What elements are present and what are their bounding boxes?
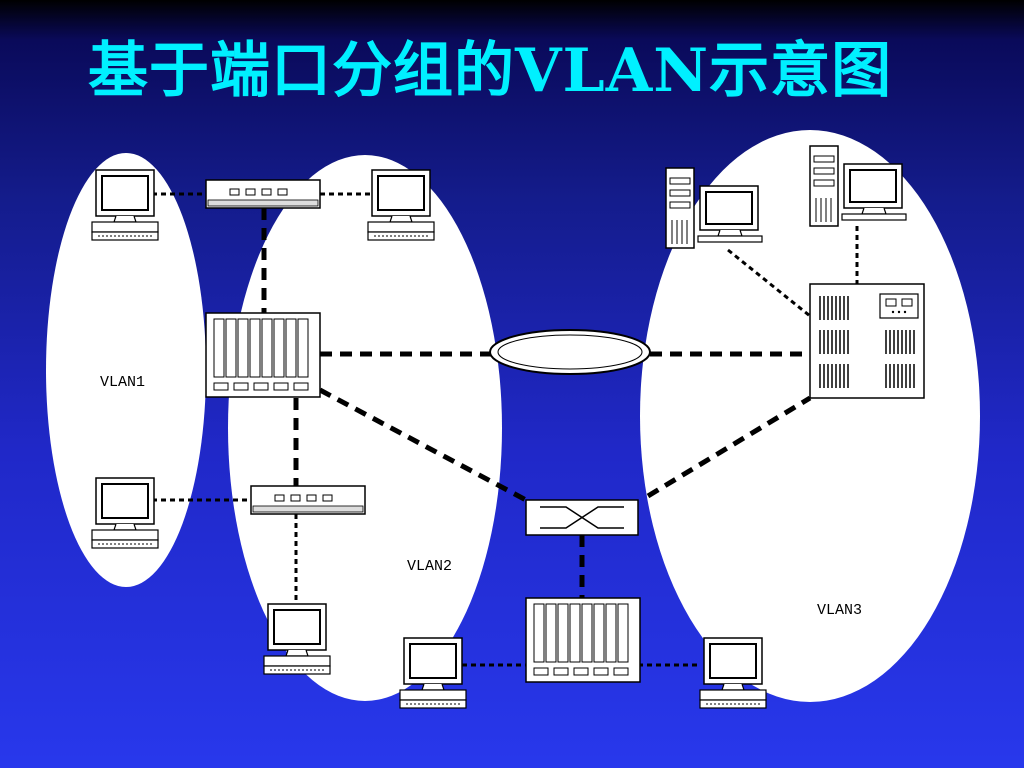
server-switch[interactable] [809,283,925,399]
hub-top[interactable] [205,179,321,209]
pc-vlan1-bottom[interactable] [91,477,159,549]
switch-chassis-left[interactable] [205,312,321,398]
router[interactable] [525,499,639,536]
pc-vlan2-right[interactable] [399,637,467,709]
hub-bottom[interactable] [250,485,366,515]
pc-vlan3-bottom[interactable] [699,637,767,709]
slide-title: 基于端口分组的VLAN示意图 [88,36,893,106]
vlan3-label: VLAN3 [817,602,862,619]
vlan2-area [228,155,502,701]
network-links [152,192,859,667]
vlan3-area [640,130,980,702]
vlan1-area [46,153,206,587]
vlan1-label: VLAN1 [100,374,145,391]
pc-vlan2-top[interactable] [367,169,435,241]
backbone-ring [489,329,651,375]
pc-vlan2-bottom[interactable] [263,603,331,675]
switch-chassis-bottom[interactable] [525,597,641,683]
pc-vlan1-top[interactable] [91,169,159,241]
vlan2-label: VLAN2 [407,558,452,575]
